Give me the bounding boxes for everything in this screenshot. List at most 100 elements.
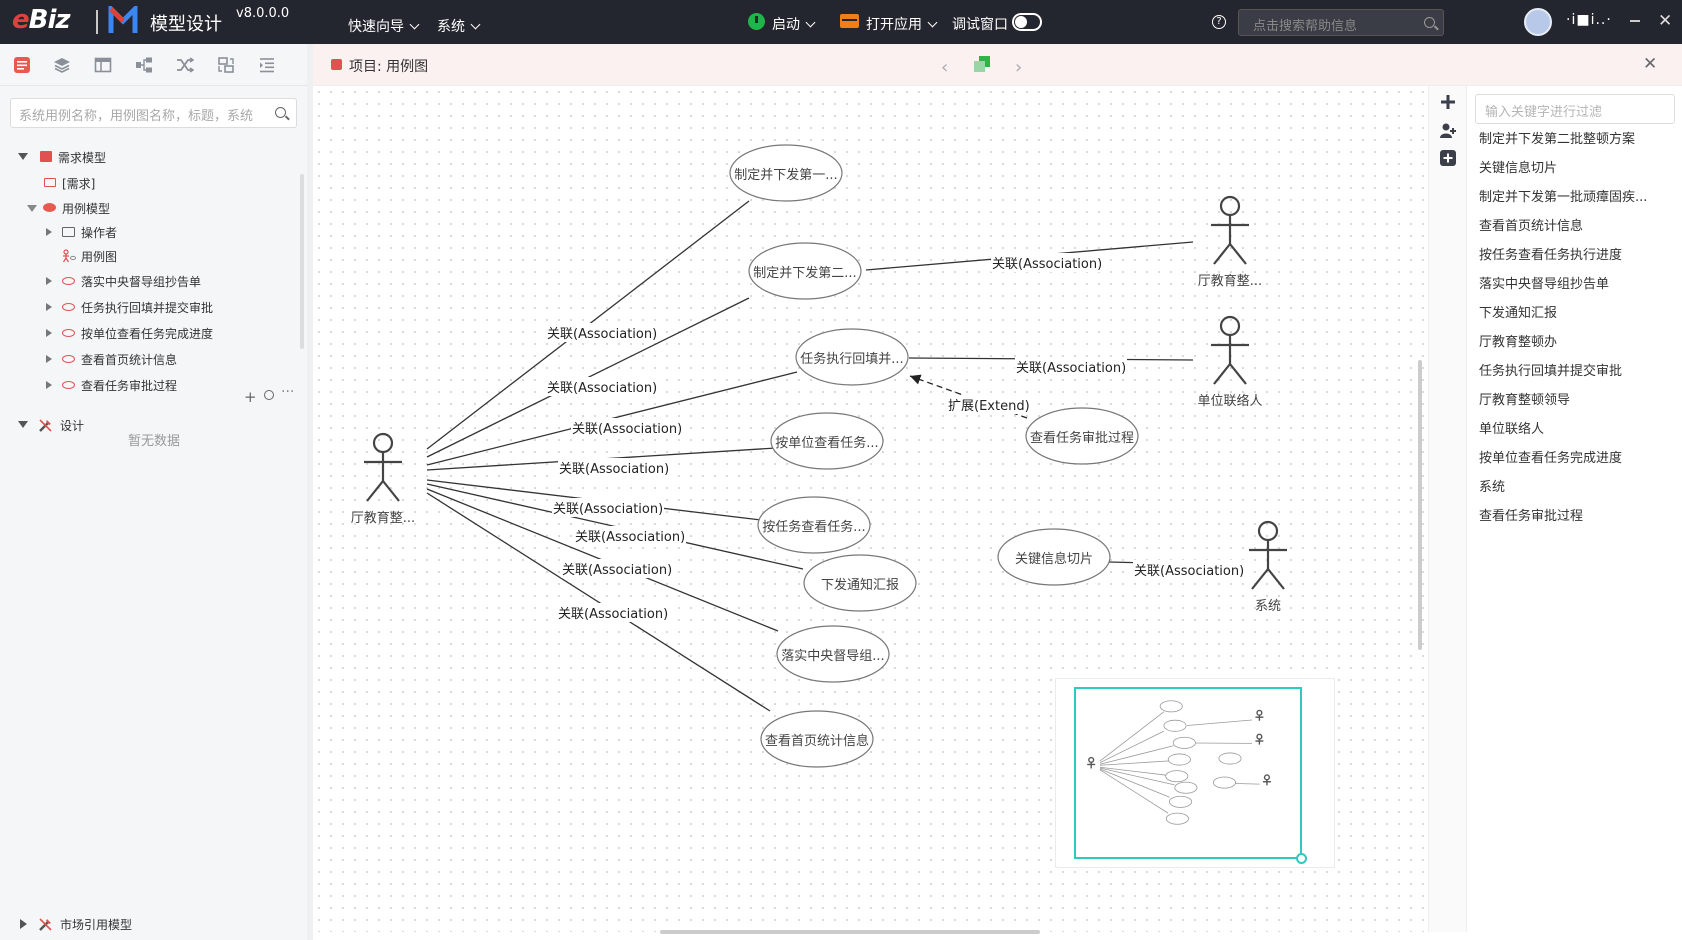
element-list-item[interactable]: 任务执行回填并提交审批	[1479, 364, 1623, 379]
usecase-ellipse[interactable]	[776, 625, 890, 683]
extend-label: 扩展(Extend)	[947, 395, 1031, 414]
start-button[interactable]: 启动	[772, 14, 816, 34]
element-list-item[interactable]: 制定并下发第一批顽瘴固疾...	[1479, 190, 1648, 205]
tree-node-design[interactable]: 设计	[0, 416, 300, 438]
tree-node-usecase[interactable]: 查看任务审批过程	[0, 374, 300, 396]
avatar[interactable]	[1524, 8, 1552, 36]
chevron-left-icon[interactable]: ‹	[941, 57, 949, 78]
caret-right-icon[interactable]	[20, 919, 27, 929]
tree-node-usecase[interactable]: 落实中央督导组抄告单	[0, 270, 300, 292]
actor-figure[interactable]	[364, 432, 402, 502]
usecase-ellipse[interactable]	[770, 412, 884, 470]
table-icon[interactable]	[94, 56, 112, 74]
minimize-icon[interactable]	[1630, 20, 1640, 22]
left-toolbar	[0, 44, 308, 86]
element-list-item[interactable]: 查看任务审批过程	[1479, 509, 1584, 524]
open-app-button[interactable]: 打开应用	[866, 14, 938, 34]
indent-icon[interactable]	[258, 56, 276, 74]
tab-title[interactable]: 项目: 用例图	[349, 59, 429, 75]
add-icon[interactable]: +	[244, 388, 257, 406]
caret-right-icon[interactable]	[46, 329, 52, 337]
tree-node-usecase[interactable]: 任务执行回填并提交审批	[0, 296, 300, 318]
minimap-resize-handle[interactable]	[1296, 853, 1307, 864]
more-icon[interactable]: ···	[281, 384, 295, 400]
requirement-icon[interactable]	[13, 56, 31, 74]
usecase-ellipse[interactable]	[760, 710, 874, 768]
tree-node-usecase[interactable]: 按单位查看任务完成进度	[0, 322, 300, 344]
element-list-item[interactable]: 按任务查看任务执行进度	[1479, 248, 1623, 263]
refresh-icon[interactable]	[264, 390, 274, 400]
usecase-search-input[interactable]: 系统用例名称，用例图名称，标题，系统	[10, 98, 297, 128]
tree-node-usecase[interactable]: 查看首页统计信息	[0, 348, 300, 370]
filter-placeholder: 输入关键字进行过滤	[1485, 105, 1603, 120]
help-icon[interactable]: ?	[1212, 15, 1226, 29]
tree-scrollbar[interactable]	[300, 174, 304, 349]
add-user-icon[interactable]	[1439, 122, 1457, 140]
element-list-item[interactable]: 系统	[1479, 480, 1506, 495]
element-list-item[interactable]: 单位联络人	[1479, 422, 1545, 437]
usecase-ellipse[interactable]	[997, 528, 1111, 586]
usecase-ellipse[interactable]	[795, 328, 909, 386]
minimap-viewport[interactable]	[1074, 687, 1302, 859]
caret-right-icon[interactable]	[46, 355, 52, 363]
add-icon[interactable]	[1439, 93, 1457, 111]
element-list-item[interactable]: 制定并下发第二批整顿方案	[1479, 132, 1636, 147]
caret-right-icon[interactable]	[46, 228, 52, 236]
search-icon[interactable]	[1424, 17, 1435, 28]
usecase-label: 任务执行回填并...	[800, 352, 904, 367]
usecase-ellipse[interactable]	[729, 144, 843, 202]
canvas-vertical-scrollbar[interactable]	[1418, 360, 1422, 650]
caret-down-icon[interactable]	[27, 205, 37, 212]
tree-label: 市场引用模型	[60, 918, 133, 932]
actor-figure[interactable]	[1211, 195, 1249, 265]
diagram-nav-icon[interactable]	[973, 55, 991, 73]
canvas-horizontal-scrollbar[interactable]	[660, 930, 1040, 934]
element-list-item[interactable]: 落实中央督导组抄告单	[1479, 277, 1610, 292]
menu-system[interactable]: 系统	[437, 16, 481, 36]
actor-figure[interactable]	[1249, 520, 1287, 590]
filter-input[interactable]: 输入关键字进行过滤	[1475, 94, 1675, 124]
minimap[interactable]	[1055, 678, 1335, 868]
debug-window-label: 调试窗口	[952, 17, 1008, 33]
transfer-icon[interactable]	[217, 56, 235, 74]
panel-splitter[interactable]	[307, 44, 313, 940]
tree-node-requirement-model[interactable]: 需求模型	[0, 146, 300, 168]
caret-down-icon[interactable]	[18, 153, 28, 160]
tree-node-usecase-model[interactable]: 用例模型	[0, 197, 300, 219]
search-icon[interactable]	[275, 107, 286, 118]
usecase-diagram-icon	[62, 249, 76, 263]
element-list-item[interactable]: 按单位查看任务完成进度	[1479, 451, 1623, 466]
username[interactable]: ·i■i..·	[1566, 12, 1612, 28]
chevron-right-icon[interactable]: ›	[1015, 57, 1023, 78]
actor-figure[interactable]	[1211, 315, 1249, 385]
layers-icon[interactable]	[53, 56, 71, 74]
element-list-item[interactable]: 厅教育整顿领导	[1479, 393, 1571, 408]
tree-node-usecase-diagram[interactable]: 用例图	[0, 245, 300, 267]
tree-node-actors[interactable]: 操作者	[0, 221, 300, 243]
element-list-item[interactable]: 下发通知汇报	[1479, 306, 1558, 321]
caret-right-icon[interactable]	[46, 277, 52, 285]
add-box-icon[interactable]	[1439, 149, 1457, 167]
element-list-item[interactable]: 查看首页统计信息	[1479, 219, 1584, 234]
usecase-ellipse[interactable]	[748, 242, 862, 300]
element-list-item[interactable]: 厅教育整顿办	[1479, 335, 1558, 350]
tree-node-market-model[interactable]: 市场引用模型	[0, 916, 300, 938]
association-line[interactable]	[426, 492, 771, 712]
element-list-item[interactable]: 关键信息切片	[1479, 161, 1558, 176]
caret-down-icon[interactable]	[18, 421, 28, 428]
caret-right-icon[interactable]	[46, 381, 52, 389]
help-search-input[interactable]: 点击搜索帮助信息	[1238, 9, 1444, 36]
caret-right-icon[interactable]	[46, 303, 52, 311]
usecase-ellipse[interactable]	[803, 554, 917, 612]
usecase-ellipse[interactable]	[1025, 407, 1139, 465]
version-label: v8.0.0.0	[236, 6, 290, 21]
debug-window-toggle[interactable]	[1012, 13, 1042, 31]
tree-icon[interactable]	[135, 56, 153, 74]
close-icon[interactable]: ✕	[1658, 11, 1673, 31]
diagram-canvas[interactable]: 制定并下发第一... 制定并下发第二... 任务执行回填并... 按单位查看任务…	[313, 86, 1428, 932]
shuffle-icon[interactable]	[176, 56, 194, 74]
close-tab-icon[interactable]: ✕	[1643, 54, 1658, 74]
tree-node-requirement[interactable]: [需求]	[0, 172, 300, 194]
usecase-ellipse[interactable]	[757, 496, 871, 554]
menu-quick-guide[interactable]: 快速向导	[348, 16, 420, 36]
